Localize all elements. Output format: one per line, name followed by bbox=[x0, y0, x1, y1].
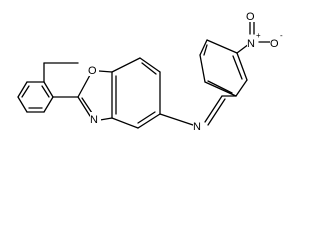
bond bbox=[17, 81, 28, 98]
oxazole-nitrogen-label: N bbox=[90, 114, 98, 126]
bond bbox=[111, 57, 141, 73]
molecule-structure: O N N N + O - O bbox=[17, 9, 283, 133]
bond bbox=[81, 97, 93, 114]
bond bbox=[206, 39, 238, 54]
imine-bond bbox=[204, 95, 223, 123]
bond bbox=[21, 85, 30, 98]
bond bbox=[43, 81, 54, 98]
bond bbox=[204, 81, 237, 97]
bond bbox=[17, 96, 28, 113]
bond bbox=[199, 54, 206, 83]
bond bbox=[236, 52, 248, 81]
bond bbox=[111, 117, 139, 129]
bond bbox=[77, 96, 91, 117]
nitro-oxygen-single-label: O bbox=[270, 38, 279, 50]
bond bbox=[207, 80, 233, 94]
bond bbox=[98, 70, 113, 73]
bond bbox=[199, 39, 208, 56]
bond bbox=[137, 113, 161, 129]
nitro-plus-charge: + bbox=[256, 31, 261, 40]
nitro-nitrogen-label: N bbox=[247, 38, 255, 50]
structure-canvas: O N N N + O - O bbox=[17, 9, 283, 133]
imine-bond bbox=[207, 98, 226, 126]
nitrophenyl-ring bbox=[199, 39, 248, 97]
oxazole-ring bbox=[77, 70, 113, 121]
oxazole-oxygen-label: O bbox=[88, 65, 97, 77]
bond bbox=[99, 117, 113, 121]
bond bbox=[43, 96, 54, 113]
nitro-minus-charge: - bbox=[280, 31, 283, 40]
benzo-ring bbox=[111, 57, 161, 129]
imine-nitrogen-label: N bbox=[193, 121, 201, 133]
bond bbox=[41, 85, 50, 98]
bond bbox=[141, 62, 157, 75]
bond bbox=[77, 74, 91, 98]
bond bbox=[232, 55, 243, 80]
bond bbox=[235, 79, 248, 97]
bond bbox=[139, 57, 161, 73]
tolyl-ring bbox=[17, 81, 54, 113]
bond bbox=[137, 111, 156, 124]
bond bbox=[159, 113, 194, 126]
bond bbox=[203, 44, 208, 56]
nitro-oxygen-double-label: O bbox=[246, 11, 255, 23]
